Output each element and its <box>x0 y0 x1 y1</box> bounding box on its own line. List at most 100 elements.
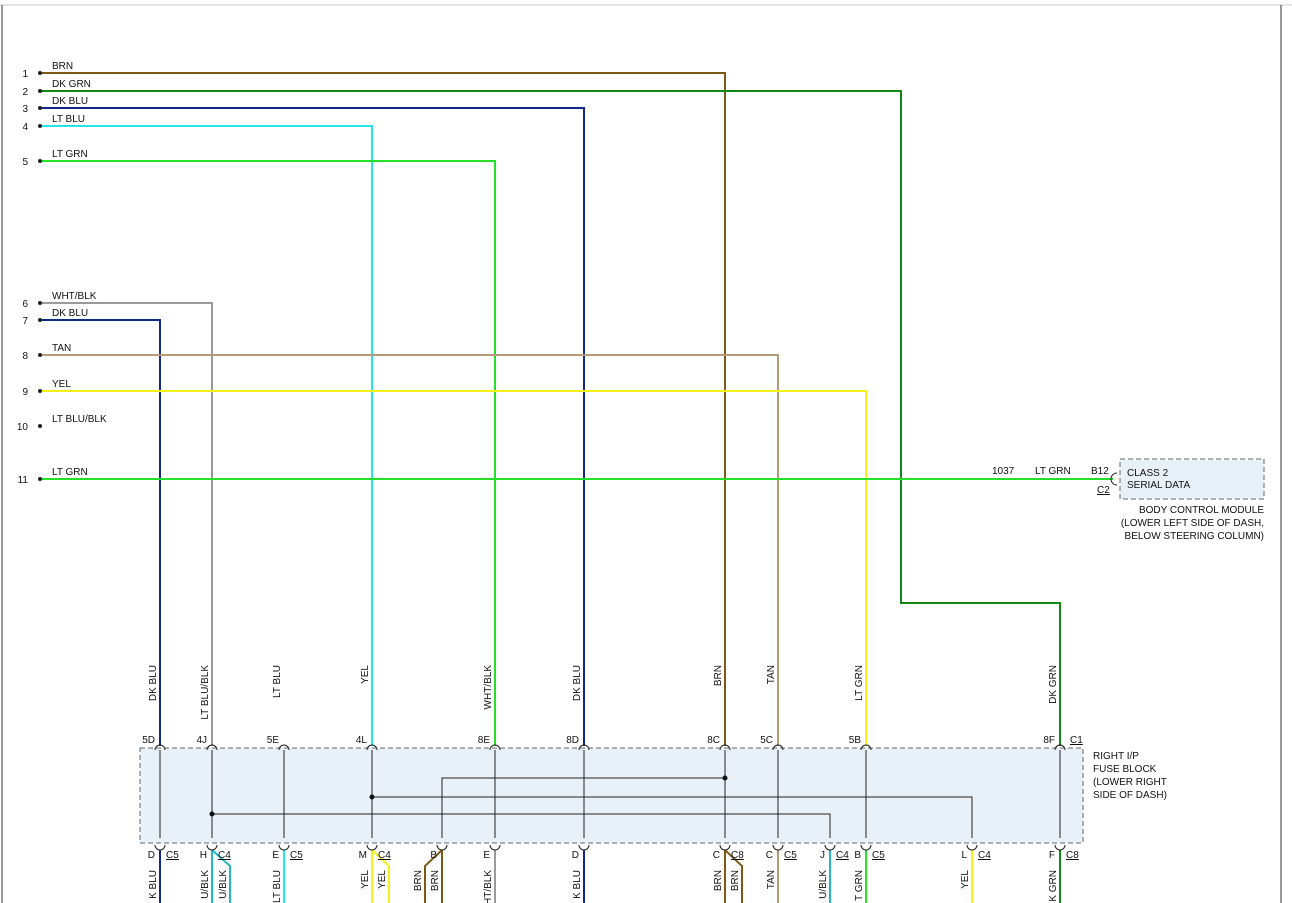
wire-terminal-4 <box>38 124 42 128</box>
top-wire-label-7: TAN <box>766 665 777 684</box>
wire-1 <box>40 72 726 746</box>
fuse-bus-1 <box>372 796 973 838</box>
bottom-pin-label-15: L <box>961 850 967 861</box>
fuse-bus-2 <box>212 813 831 838</box>
wire-number-9: 9 <box>22 387 28 398</box>
wire-5 <box>40 160 496 746</box>
bottom-wire-11 <box>724 849 743 903</box>
bottom-wire-label-1: U/BLK <box>200 870 211 899</box>
bottom-pin-label-14: B <box>854 850 861 861</box>
top-wire-label-3: YEL <box>360 665 371 684</box>
wire-color-label-1: BRN <box>52 61 73 72</box>
wire-terminal-8 <box>38 353 42 357</box>
bottom-wire-label-7: BRN <box>413 870 424 891</box>
fuse-name-line-0: RIGHT I/P <box>1093 751 1139 762</box>
wire-color-label-9: YEL <box>52 379 71 390</box>
bottom-pin-label-12: C <box>766 850 773 861</box>
top-pin-label-3: 4L <box>356 735 368 746</box>
wire-number-8: 8 <box>22 351 28 362</box>
fuse-name-line-3: SIDE OF DASH) <box>1093 790 1167 801</box>
splice-dot-1 <box>369 794 375 800</box>
bottom-wire-label-4: YEL <box>360 870 371 889</box>
top-pin-label-9: 8F <box>1043 735 1055 746</box>
bottom-pin-label-3: E <box>272 850 279 861</box>
wire-number-6: 6 <box>22 299 28 310</box>
top-wire-label-9: DK GRN <box>1048 665 1059 704</box>
connector-pins <box>154 744 1066 851</box>
bottom-wire-label-13: U/BLK <box>818 870 829 899</box>
bottom-pin-label-13: J <box>820 850 825 861</box>
bottom-wire-label-10: BRN <box>713 870 724 891</box>
bottom-connector-label-15: C4 <box>978 850 991 861</box>
wire-9 <box>40 390 867 746</box>
wire-color-label-4: LT BLU <box>52 114 85 125</box>
wire-7 <box>40 319 161 746</box>
bcm-box <box>1119 458 1265 500</box>
bcm-pin-symbol <box>1110 472 1118 486</box>
bcm-pin: B12 <box>1091 466 1109 477</box>
bottom-pin-8 <box>489 844 501 851</box>
bottom-pin-6 <box>436 844 448 851</box>
bottom-wire-2 <box>211 849 231 903</box>
bottom-wire-label-0: K BLU <box>148 870 159 899</box>
bottom-pin-3 <box>278 844 290 851</box>
bcm-wire-color: LT GRN <box>1035 466 1071 477</box>
bottom-wire-label-2: U/BLK <box>218 870 229 899</box>
bottom-wire-7 <box>424 849 443 903</box>
bottom-wire-label-8: HT/BLK <box>483 870 494 903</box>
bottom-pin-label-4: M <box>359 850 367 861</box>
wire-color-label-7: DK BLU <box>52 308 88 319</box>
bottom-pin-4 <box>366 844 378 851</box>
bottom-connector-label-10: C8 <box>731 850 744 861</box>
wire-terminal-10 <box>38 424 42 428</box>
wire-color-label-8: TAN <box>52 343 71 354</box>
wire-2 <box>40 90 1061 746</box>
bottom-pin-label-6: B <box>430 850 437 861</box>
bottom-pin-label-8: E <box>483 850 490 861</box>
top-pin-4 <box>489 744 501 751</box>
wire-number-11: 11 <box>18 475 29 486</box>
top-pin-7 <box>772 744 784 751</box>
wire-8 <box>40 354 779 746</box>
fuse-block-name: RIGHT I/P FUSE BLOCK (LOWER RIGHT SIDE OF D… <box>1093 751 1167 801</box>
wire-terminal-6 <box>38 301 42 305</box>
wire-terminal-5 <box>38 159 42 163</box>
wire-number-10: 10 <box>17 422 29 433</box>
top-pin-2 <box>278 744 290 751</box>
wire-3 <box>40 107 585 746</box>
fuse-name-line-1: FUSE BLOCK <box>1093 764 1157 775</box>
bottom-connector-label-16: C8 <box>1066 850 1079 861</box>
bottom-pin-1 <box>206 844 218 851</box>
top-wire-label-0: DK BLU <box>148 665 159 701</box>
wire-terminal-7 <box>38 318 42 322</box>
wire-terminal-2 <box>38 89 42 93</box>
bottom-wire-label-15: YEL <box>960 870 971 889</box>
bottom-pin-9 <box>578 844 590 851</box>
bottom-wire-label-6: BRN <box>430 870 441 891</box>
top-pin-8 <box>860 744 872 751</box>
splice-dot-2 <box>209 811 215 817</box>
bottom-pin-13 <box>824 844 836 851</box>
bcm-circuit-number: 1037 <box>992 466 1015 477</box>
top-pin-6 <box>719 744 731 751</box>
splice-dot-0 <box>722 775 728 781</box>
top-pin-5 <box>578 744 590 751</box>
bcm-connector: C2 <box>1097 485 1110 496</box>
bottom-wire-label-9: K BLU <box>572 870 583 899</box>
wire-color-label-10: LT BLU/BLK <box>52 414 107 425</box>
wire-number-7: 7 <box>22 316 28 327</box>
wire-number-5: 5 <box>22 157 28 168</box>
bcm-name-line-2: BELOW STEERING COLUMN) <box>1125 531 1264 542</box>
bcm-box-line-1: SERIAL DATA <box>1127 480 1190 491</box>
bottom-pin-label-10: C <box>713 850 720 861</box>
bottom-pin-14 <box>860 844 872 851</box>
bottom-connector-label-4: C4 <box>378 850 391 861</box>
top-pin-label-6: 8C <box>707 735 720 746</box>
fuse-block-internal-circuits <box>159 750 1061 838</box>
fuse-name-line-2: (LOWER RIGHT <box>1093 777 1167 788</box>
top-wire-label-4: WHT/BLK <box>483 665 494 710</box>
top-pin-label-2: 5E <box>267 735 280 746</box>
bottom-wire-5 <box>371 849 390 903</box>
bottom-connector-label-14: C5 <box>872 850 885 861</box>
